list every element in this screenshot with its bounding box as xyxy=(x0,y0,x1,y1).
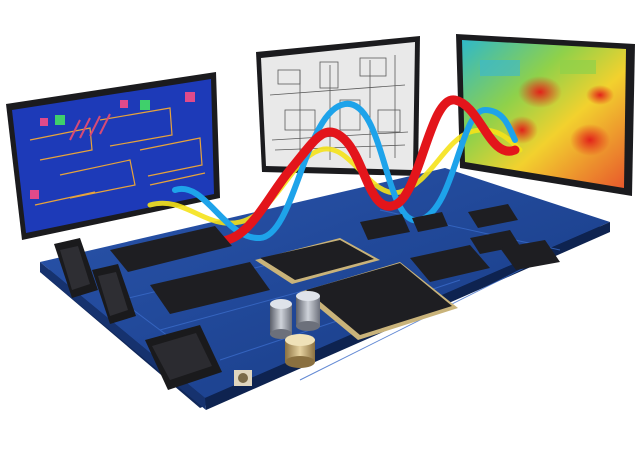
signal-waves xyxy=(147,95,523,246)
capacitor-2 xyxy=(296,291,320,331)
chip-long-1 xyxy=(110,226,232,272)
chip-main xyxy=(300,262,458,340)
chip-large-2 xyxy=(255,238,380,284)
connector-bottom xyxy=(145,325,222,390)
red-wave xyxy=(205,95,520,246)
chip-long-2 xyxy=(150,262,270,314)
pcb-layout-screen xyxy=(6,72,220,240)
thermal-map-screen xyxy=(456,34,635,196)
connector-left-2 xyxy=(92,264,136,324)
capacitor-1 xyxy=(270,299,292,339)
blue-wave xyxy=(172,100,518,242)
capacitor-3 xyxy=(285,334,315,368)
trimmer xyxy=(234,370,252,386)
connector-left-1 xyxy=(54,238,98,298)
chip-row-right xyxy=(360,204,560,282)
